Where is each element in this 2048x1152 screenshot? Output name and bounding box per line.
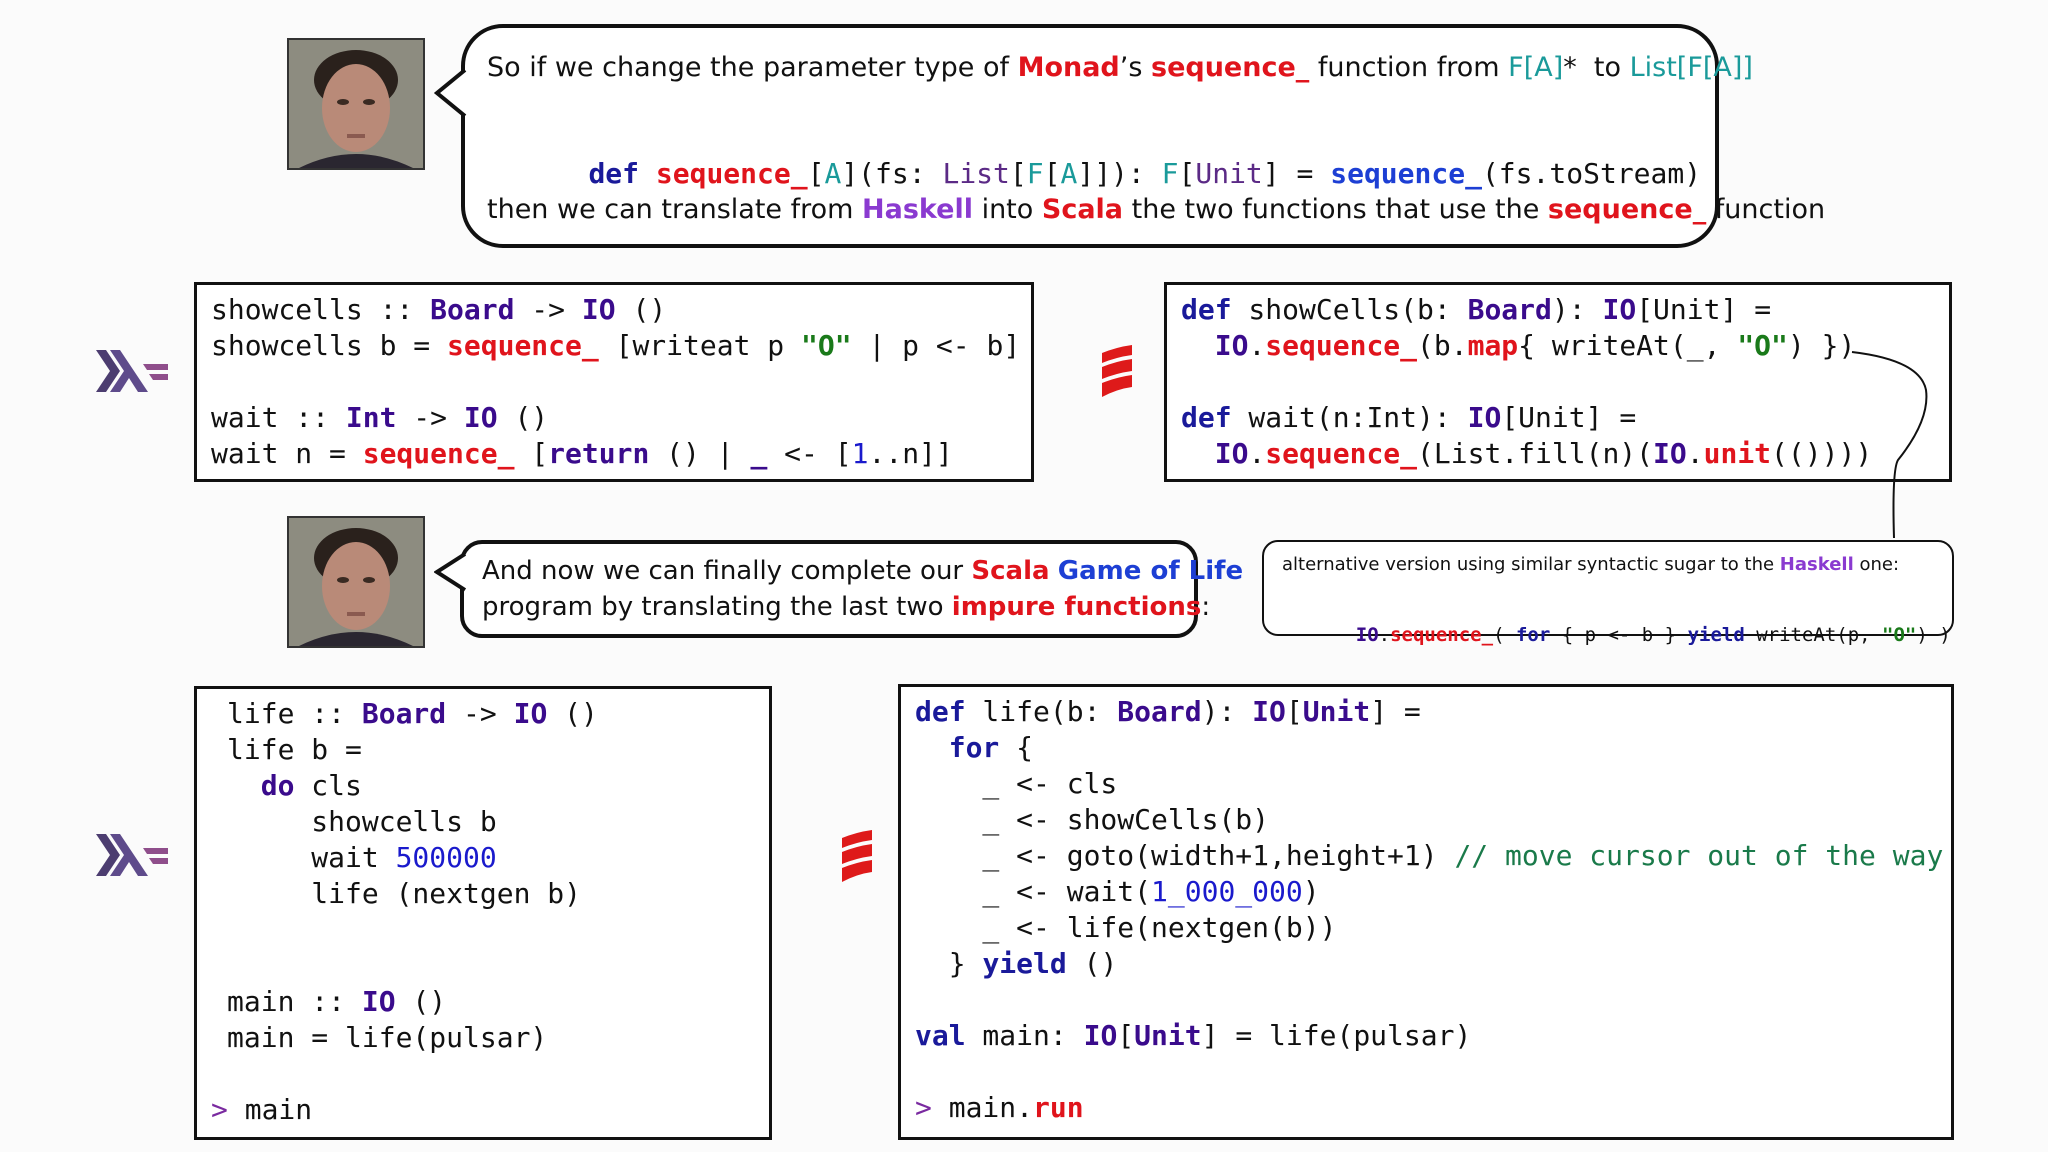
bubble1-line1: So if we change the parameter type of Mo…	[487, 52, 1753, 83]
bubble2-line2: program by translating the last two impu…	[482, 592, 1210, 622]
text-segment: And now we can finally complete our	[482, 556, 972, 586]
text-segment: F[A]	[1508, 52, 1564, 83]
text-segment: the two functions that use the	[1123, 194, 1548, 225]
alternative-version-note: alternative version using similar syntac…	[1262, 540, 1954, 646]
note-text: alternative version using similar syntac…	[1282, 554, 1899, 575]
person-photo-icon	[289, 518, 423, 646]
bubble2-tail	[434, 552, 467, 592]
text-segment: alternative version using similar syntac…	[1282, 554, 1780, 575]
text-segment: List[F[A]]	[1629, 52, 1753, 83]
text-segment: sequence_	[1151, 52, 1310, 83]
text-segment: Game of Life	[1057, 556, 1244, 586]
haskell-logo-icon	[96, 834, 168, 876]
text-segment: Haskell	[862, 194, 973, 225]
haskell-code-bottom: life :: Board -> IO () life b = do cls s…	[194, 686, 772, 1140]
author-photo-top	[287, 38, 425, 170]
text-segment: then we can translate from	[487, 194, 863, 225]
text-segment: Scala	[971, 556, 1050, 586]
text-segment: Monad	[1017, 52, 1120, 83]
note-code: IO.sequence_( for { p <- b } yield write…	[1355, 624, 1951, 646]
speech-bubble-middle: And now we can finally complete our Scal…	[460, 540, 1243, 638]
text-segment: Haskell	[1779, 554, 1854, 575]
text-segment: program by translating the last two	[482, 592, 952, 622]
author-photo-middle	[287, 516, 425, 648]
connector-line	[1851, 351, 1928, 539]
scala-logo-icon	[1102, 345, 1132, 397]
text-segment: Scala	[1041, 194, 1124, 225]
text-segment: ’s	[1119, 52, 1151, 83]
bubble1-code: def sequence_[A](fs: List[F[A]]): F[Unit…	[588, 157, 1702, 190]
haskell-code-top: showcells :: Board -> IO () showcells b …	[194, 282, 1034, 482]
speech-bubble-top: So if we change the parameter type of Mo…	[461, 24, 1825, 248]
text-segment: function from	[1309, 52, 1509, 83]
text-segment: * to	[1563, 52, 1630, 83]
text-segment: function	[1706, 194, 1826, 225]
text-segment: So if we change the parameter type of	[487, 52, 1018, 83]
text-segment: impure functions	[951, 592, 1202, 622]
text-segment: sequence_	[1547, 194, 1707, 225]
person-photo-icon	[289, 40, 423, 168]
bubble1-tail	[434, 68, 467, 118]
scala-code-bottom: def life(b: Board): IO[Unit] = for { _ <…	[898, 684, 1954, 1140]
bubble1-line3: then we can translate from Haskell into …	[487, 194, 1825, 225]
text-segment: one:	[1853, 554, 1900, 575]
haskell-logo-icon	[96, 350, 168, 392]
scala-logo-icon	[842, 830, 872, 882]
text-segment	[1050, 556, 1058, 586]
scala-code-top: def showCells(b: Board): IO[Unit] = IO.s…	[1164, 282, 1952, 482]
bubble2-line1: And now we can finally complete our Scal…	[482, 556, 1243, 586]
text-segment: into	[972, 194, 1042, 225]
text-segment: :	[1201, 592, 1211, 622]
